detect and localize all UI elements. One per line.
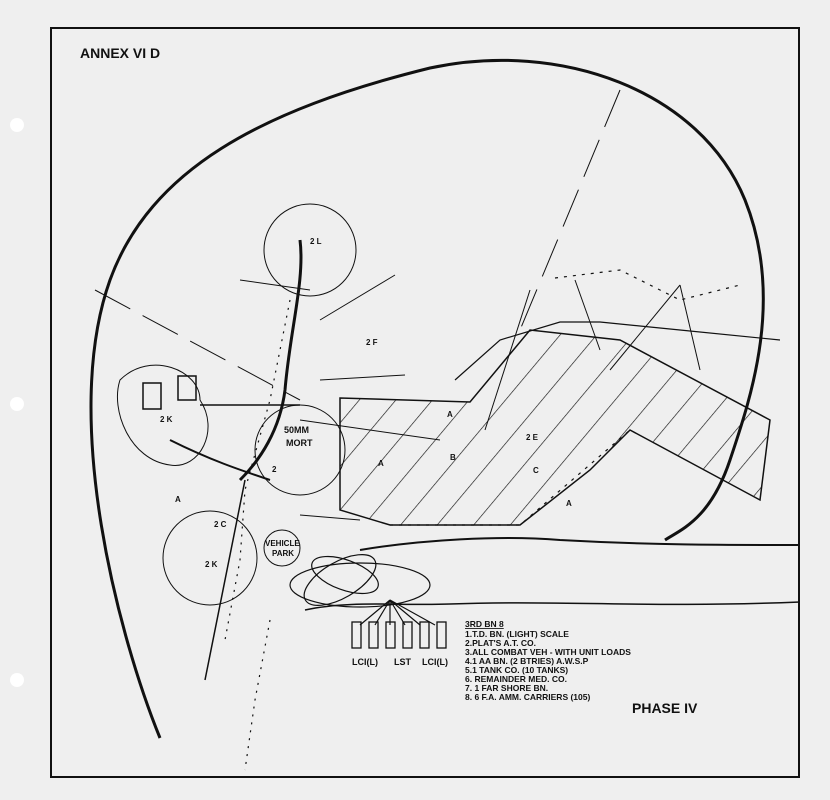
- unit-symbols: 2 L 2 F 2 K 2 C 2 K 2 E 2 A B C A A A: [160, 237, 572, 569]
- ships: [351, 621, 447, 649]
- road: [238, 239, 303, 482]
- phase-label: PHASE IV: [632, 700, 698, 716]
- road: [169, 439, 271, 481]
- dash-boundary: [94, 289, 301, 401]
- wire-line: [244, 619, 271, 771]
- map-frame: [50, 27, 800, 778]
- legend-item: 6. REMAINDER MED. CO.: [465, 674, 567, 684]
- unit-box: [177, 375, 197, 401]
- coastline: [359, 537, 801, 551]
- unit-label: 2 F: [366, 338, 378, 347]
- shoreline: [304, 601, 801, 611]
- road: [204, 479, 246, 681]
- annex-title: ANNEX VI D: [80, 45, 160, 61]
- unit-box: [142, 382, 162, 410]
- unit-label: B: [450, 453, 456, 462]
- unit-label: 2 K: [205, 560, 218, 569]
- unit-label: 2: [272, 465, 277, 474]
- binder-hole: [10, 397, 24, 411]
- hatched-zone: [339, 329, 771, 526]
- legend-heading: 3RD BN 8: [465, 619, 504, 629]
- unit-area-circle: [254, 404, 346, 496]
- unit-area: [116, 364, 209, 466]
- unit-area-circle: [263, 203, 357, 297]
- legend-item: 1.T.D. BN. (LIGHT) SCALE: [465, 629, 569, 639]
- legend-item: 5.1 TANK CO. (10 TANKS): [465, 665, 568, 675]
- unit-label: A: [566, 499, 572, 508]
- unit-label: 2 C: [214, 520, 227, 529]
- legend-item: 3.ALL COMBAT VEH - WITH UNIT LOADS: [465, 647, 631, 657]
- unit-label: 2 E: [526, 433, 539, 442]
- vehicle-park-label: PARK: [272, 549, 294, 558]
- wire-line: [554, 269, 741, 301]
- dash-boundary: [519, 89, 621, 331]
- vehicle-park-circle: [263, 529, 301, 567]
- legend-item: 4.1 AA BN. (2 BTRIES) A.W.S.P: [465, 656, 589, 666]
- ship-label: LCI(L): [422, 657, 448, 667]
- wire-line: [224, 299, 291, 641]
- ship-label: LST: [394, 657, 412, 667]
- legend-item: 7. 1 FAR SHORE BN.: [465, 683, 548, 693]
- unit-label: A: [378, 459, 384, 468]
- binder-hole: [10, 673, 24, 687]
- legend-item: 8. 6 F.A. AMM. CARRIERS (105): [465, 692, 590, 702]
- legend-item: 2.PLAT'S A.T. CO.: [465, 638, 536, 648]
- unit-label: A: [175, 495, 181, 504]
- front-line: [454, 321, 781, 381]
- unit-label: C: [533, 466, 539, 475]
- unit-label: 2 K: [160, 415, 173, 424]
- vehicle-park-label: VEHICLE: [265, 539, 300, 548]
- wire-line: [390, 429, 631, 526]
- unit-area-circle: [162, 510, 258, 606]
- unit-label: 2 L: [310, 237, 322, 246]
- landing-loops: [289, 554, 436, 626]
- ship-label: LCI(L): [352, 657, 378, 667]
- binder-hole: [10, 118, 24, 132]
- unit-label: A: [447, 410, 453, 419]
- mortar-label: 50MM: [284, 425, 309, 435]
- legend: 3RD BN 8 1.T.D. BN. (LIGHT) SCALE 2.PLAT…: [465, 619, 631, 702]
- mortar-label: MORT: [286, 438, 313, 448]
- movement-arrows: [239, 274, 701, 521]
